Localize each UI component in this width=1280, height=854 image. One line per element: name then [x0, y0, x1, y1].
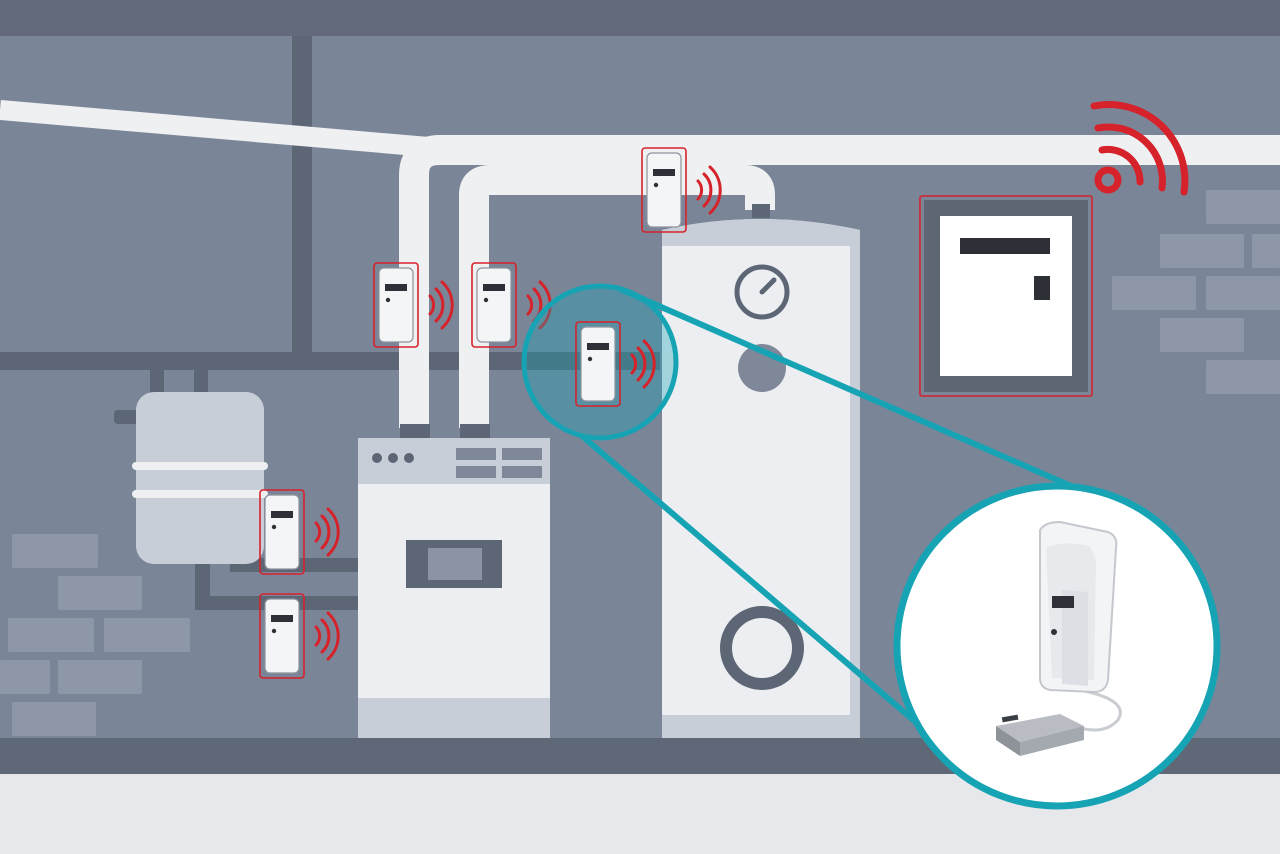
dark-pipes — [0, 36, 660, 610]
boiler-icon — [358, 438, 550, 738]
expansion-vessel-icon — [132, 392, 268, 564]
wireless-signal-icon — [1090, 101, 1189, 196]
light-pipes — [0, 100, 1280, 428]
ceiling — [0, 0, 1280, 36]
pressure-gauge-icon — [734, 264, 790, 320]
wall-bricks — [0, 190, 1280, 736]
gateway-icon — [919, 195, 1093, 397]
magnified-sensor-view — [893, 482, 1221, 810]
sensor-probe — [996, 714, 1084, 756]
magnifier-connector — [580, 286, 1082, 763]
temperature-sensor-icon — [1039, 520, 1118, 694]
hot-water-tank-icon — [662, 219, 860, 738]
